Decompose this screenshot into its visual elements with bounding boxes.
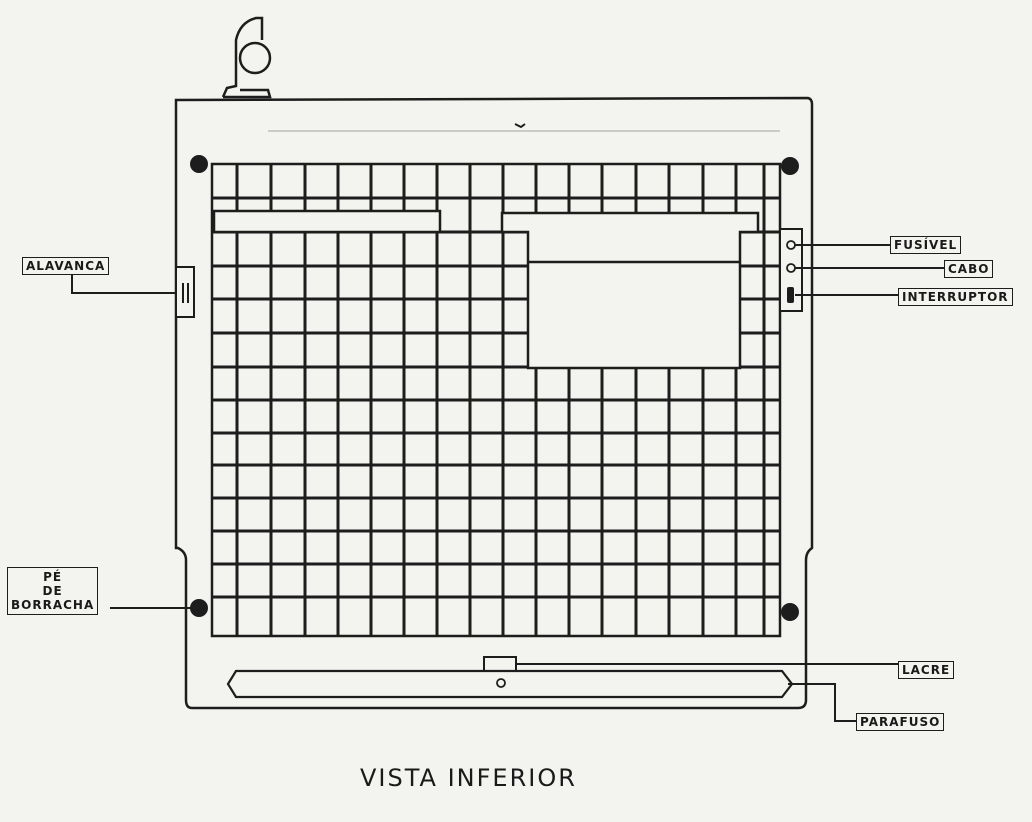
seal-block [483, 656, 517, 672]
label-screw: PARAFUSO [856, 713, 945, 731]
rubber-foot-top-left [190, 155, 208, 173]
rubber-foot-bottom-right [781, 603, 799, 621]
label-rubber-foot-line3: BORRACHA [11, 598, 95, 612]
top-hook [221, 16, 272, 99]
label-fuse: FUSÍVEL [890, 236, 962, 254]
label-switch: INTERRUPTOR [898, 288, 1013, 306]
label-lever: ALAVANCA [22, 257, 110, 275]
leader-lines [71, 244, 944, 722]
label-cable: CABO [944, 260, 994, 278]
diagram-caption: VISTA INFERIOR [360, 764, 577, 792]
label-rubber-foot-line2: DE [42, 584, 63, 598]
screw-bar [226, 669, 794, 699]
lever [175, 266, 195, 318]
label-rubber-foot-line1: PÉ [43, 570, 63, 584]
screw-icon [496, 678, 506, 688]
fuse-icon [786, 240, 796, 250]
left-slot-panel [212, 209, 442, 234]
housing-outline [174, 96, 814, 710]
rubber-foot-top-right [781, 157, 799, 175]
label-seal: LACRE [898, 661, 955, 679]
cable-icon [786, 263, 796, 273]
top-notch [514, 123, 526, 129]
switch-icon [787, 287, 794, 303]
label-rubber-foot: PÉ DE BORRACHA [7, 567, 99, 615]
display-panel [500, 211, 760, 370]
